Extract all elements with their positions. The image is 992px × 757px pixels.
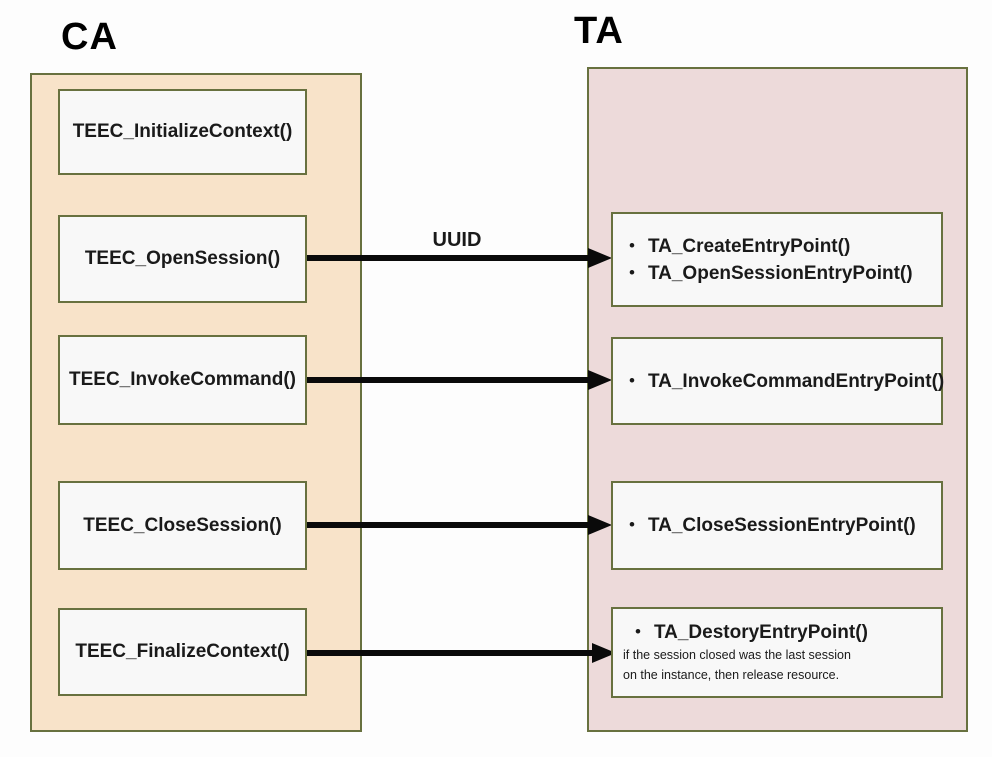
bullet-icon: • <box>629 262 635 282</box>
ta-destory-note-line-2: on the instance, then release resource. <box>623 667 840 682</box>
ca-box-invoke-command: TEEC_InvokeCommand() <box>58 335 307 425</box>
ca-box-label: TEEC_InvokeCommand() <box>69 369 296 390</box>
ta-bullet-item: • TA_CreateEntryPoint() <box>621 233 850 260</box>
ta-bullet-item: • TA_InvokeCommandEntryPoint() <box>621 368 944 395</box>
ca-column-title: CA <box>61 16 118 58</box>
bullet-icon: • <box>635 622 641 642</box>
ca-box-label: TEEC_InitializeContext() <box>72 121 293 142</box>
ca-box-initialize-context: TEEC_InitializeContext() <box>58 89 307 175</box>
ta-destory-note-line-1: if the session closed was the last sessi… <box>623 648 851 663</box>
ta-entrypoint-label: TA_CreateEntryPoint() <box>647 235 851 257</box>
ca-box-close-session: TEEC_CloseSession() <box>58 481 307 570</box>
ca-box-label: TEEC_OpenSession() <box>84 248 281 269</box>
ta-box-invoke-command: • TA_InvokeCommandEntryPoint() <box>611 337 944 425</box>
ca-box-finalize-context: TEEC_FinalizeContext() <box>58 608 307 696</box>
uuid-arrow-label: UUID <box>432 229 482 251</box>
bullet-icon: • <box>629 370 635 390</box>
ta-entrypoint-label: TA_InvokeCommandEntryPoint() <box>647 370 945 392</box>
ta-bullet-item: • TA_DestoryEntryPoint() <box>621 620 868 646</box>
ca-box-label: TEEC_FinalizeContext() <box>75 641 290 662</box>
bullet-icon: • <box>629 515 635 534</box>
ta-entrypoint-label: TA_CloseSessionEntryPoint() <box>647 515 916 536</box>
ta-box-destory: • TA_DestoryEntryPoint() if the session … <box>611 607 943 698</box>
ca-box-label: TEEC_CloseSession() <box>83 514 282 536</box>
ta-bullet-item: • TA_OpenSessionEntryPoint() <box>621 260 913 287</box>
ta-bullet-item: • TA_CloseSessionEntryPoint() <box>621 512 916 539</box>
ca-box-open-session: TEEC_OpenSession() <box>58 215 307 303</box>
ta-box-create-open-session: • TA_CreateEntryPoint() • TA_OpenSession… <box>611 212 943 307</box>
ta-entrypoint-label: TA_OpenSessionEntryPoint() <box>647 262 913 284</box>
ta-box-close-session: • TA_CloseSessionEntryPoint() <box>611 481 943 570</box>
bullet-icon: • <box>629 235 635 255</box>
ta-entrypoint-label: TA_DestoryEntryPoint() <box>653 622 868 644</box>
ta-column-title: TA <box>574 10 624 52</box>
